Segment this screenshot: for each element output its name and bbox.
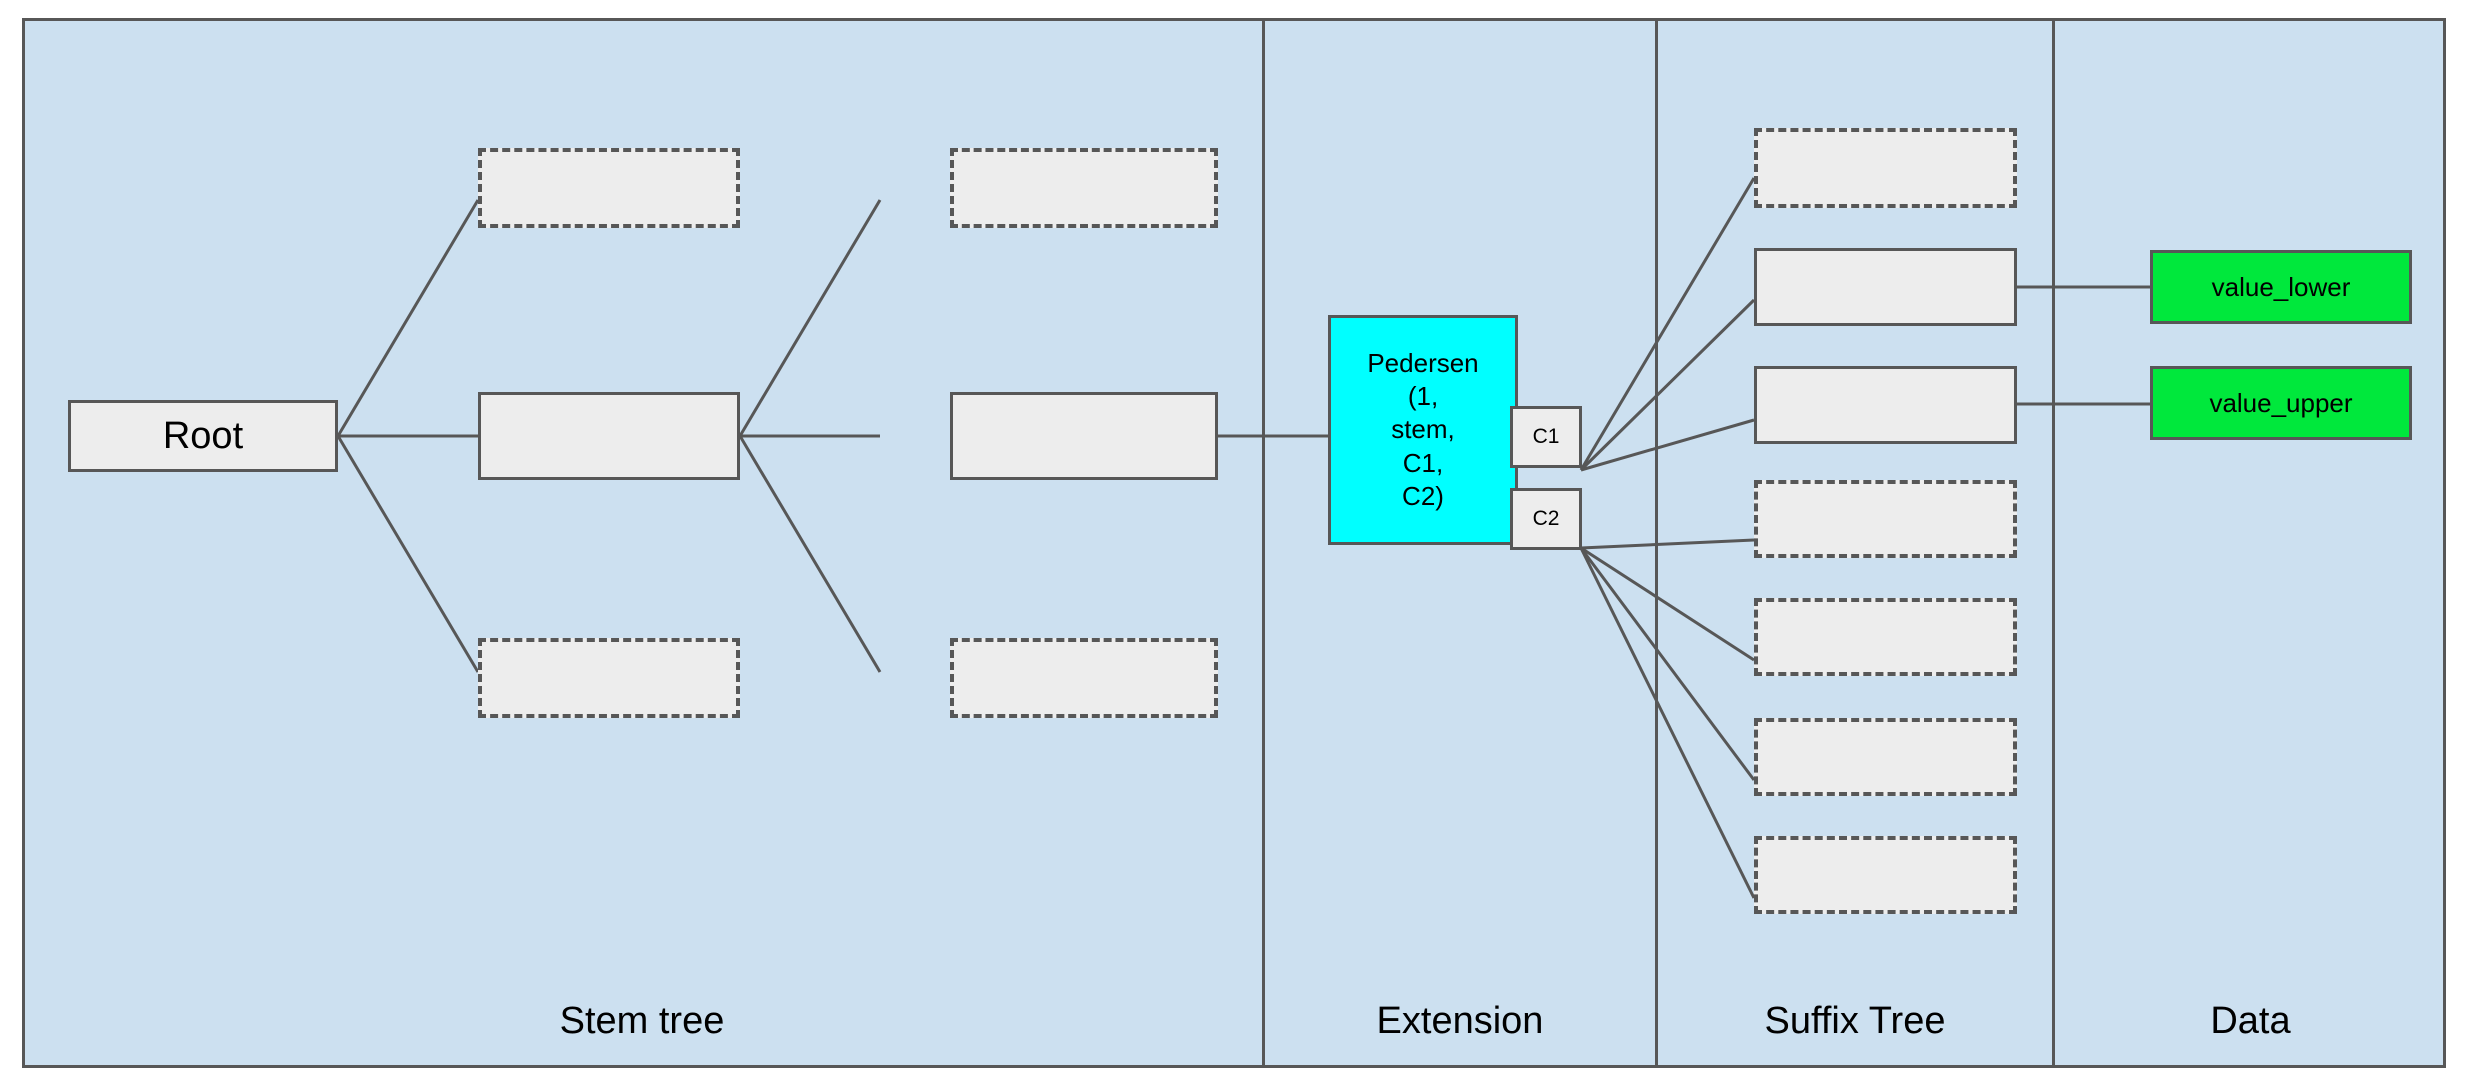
node-suffix-2[interactable]: [1754, 248, 2017, 326]
pedersen-line-1: Pedersen: [1367, 347, 1479, 378]
panel-divider-extension-suffix: [1655, 18, 1658, 1068]
node-stem-level1-bottom[interactable]: [478, 638, 740, 718]
panel-divider-stem-extension: [1262, 18, 1265, 1068]
node-suffix-4[interactable]: [1754, 480, 2017, 558]
node-stem-level2-top[interactable]: [950, 148, 1218, 228]
node-suffix-3[interactable]: [1754, 366, 2017, 444]
node-suffix-5[interactable]: [1754, 598, 2017, 676]
node-commitment-c1[interactable]: C1: [1510, 406, 1582, 468]
pedersen-line-3: stem,: [1391, 414, 1455, 445]
panel-label-suffix-tree: Suffix Tree: [1764, 1000, 1946, 1042]
diagram-frame: [22, 18, 2446, 1068]
node-suffix-7[interactable]: [1754, 836, 2017, 914]
pedersen-line-5: C2): [1402, 480, 1444, 511]
node-stem-level1-mid[interactable]: [478, 392, 740, 480]
pedersen-line-2: (1,: [1407, 381, 1439, 412]
node-suffix-6[interactable]: [1754, 718, 2017, 796]
panel-label-stem-tree: Stem tree: [559, 1000, 725, 1042]
node-value-lower[interactable]: value_lower: [2150, 250, 2412, 324]
node-value-upper[interactable]: value_upper: [2150, 366, 2412, 440]
panel-label-extension: Extension: [1376, 1000, 1544, 1042]
node-commitment-c2[interactable]: C2: [1510, 488, 1582, 550]
panel-label-data: Data: [2210, 1000, 2291, 1042]
node-stem-level2-bottom[interactable]: [950, 638, 1218, 718]
panel-divider-suffix-data: [2052, 18, 2055, 1068]
node-pedersen-commitment[interactable]: Pedersen (1, stem, C1, C2): [1328, 315, 1518, 545]
pedersen-line-4: C1,: [1402, 447, 1444, 478]
node-stem-level2-mid[interactable]: [950, 392, 1218, 480]
node-root[interactable]: Root: [68, 400, 338, 472]
node-suffix-1[interactable]: [1754, 128, 2017, 208]
node-stem-level1-top[interactable]: [478, 148, 740, 228]
